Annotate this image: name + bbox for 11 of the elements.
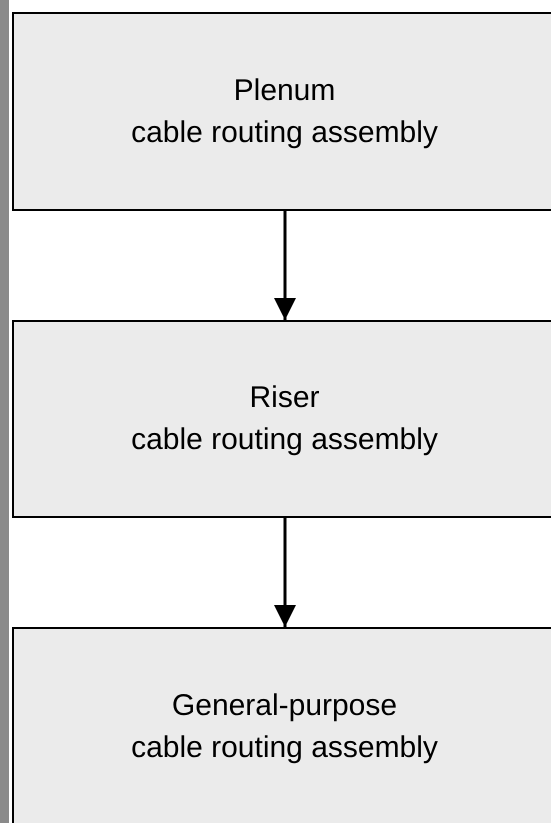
box-subtitle: cable routing assembly	[131, 730, 438, 766]
process-box	[12, 12, 551, 211]
arrow	[274, 211, 296, 320]
box-title: Riser	[249, 380, 320, 416]
box-title: Plenum	[234, 72, 336, 108]
box-title: General-purpose	[172, 688, 398, 724]
process-box	[12, 320, 551, 518]
box-subtitle: cable routing assembly	[131, 114, 438, 150]
arrow	[274, 518, 296, 627]
box-subtitle: cable routing assembly	[131, 422, 438, 458]
process-box	[12, 627, 551, 823]
